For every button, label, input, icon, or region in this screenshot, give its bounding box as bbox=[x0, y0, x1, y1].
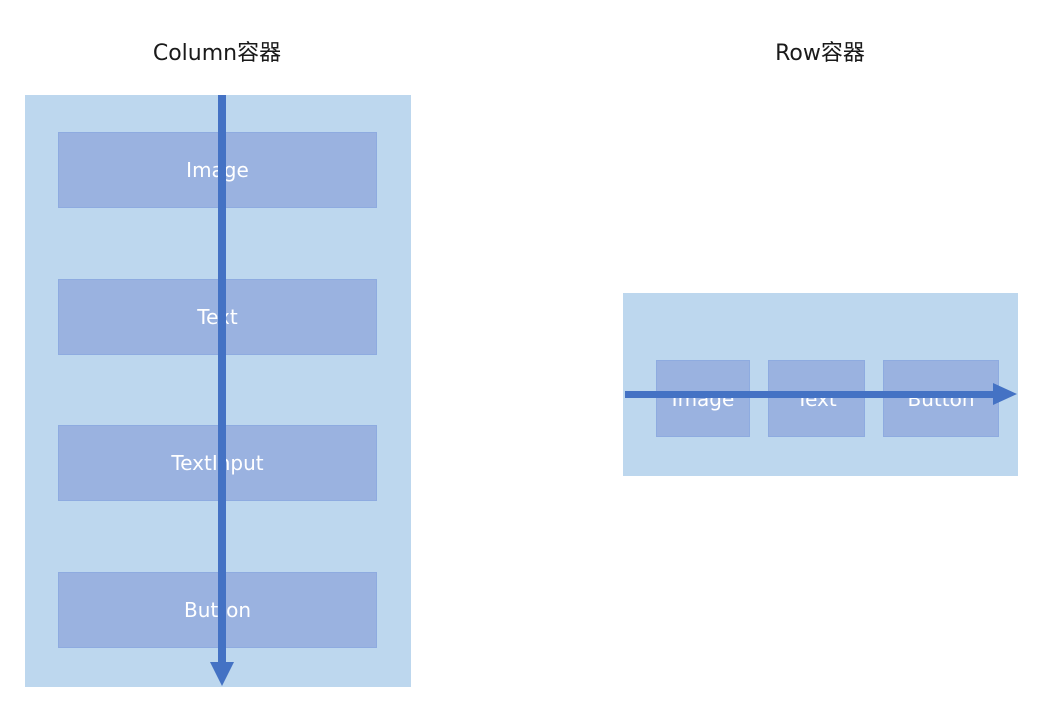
row-item-text: Text bbox=[768, 360, 865, 437]
row-item-image-label: Image bbox=[671, 386, 735, 411]
column-item-text-label: Text bbox=[197, 305, 238, 329]
column-item-button-label: Button bbox=[184, 598, 251, 622]
row-item-text-label: Text bbox=[796, 386, 837, 411]
column-item-text: Text bbox=[58, 279, 377, 355]
column-diagram-title: Column容器 bbox=[152, 41, 282, 66]
column-container: Image Text TextInput Button bbox=[25, 95, 411, 687]
row-item-image: Image bbox=[656, 360, 750, 437]
column-item-textinput: TextInput bbox=[58, 425, 377, 501]
row-container: Image Text Button bbox=[623, 293, 1018, 476]
column-item-button: Button bbox=[58, 572, 377, 648]
row-item-button: Button bbox=[883, 360, 999, 437]
row-item-button-label: Button bbox=[907, 386, 975, 411]
column-item-image-label: Image bbox=[186, 158, 249, 182]
column-item-image: Image bbox=[58, 132, 377, 208]
row-diagram-title: Row容器 bbox=[775, 41, 865, 66]
column-item-textinput-label: TextInput bbox=[171, 451, 264, 475]
